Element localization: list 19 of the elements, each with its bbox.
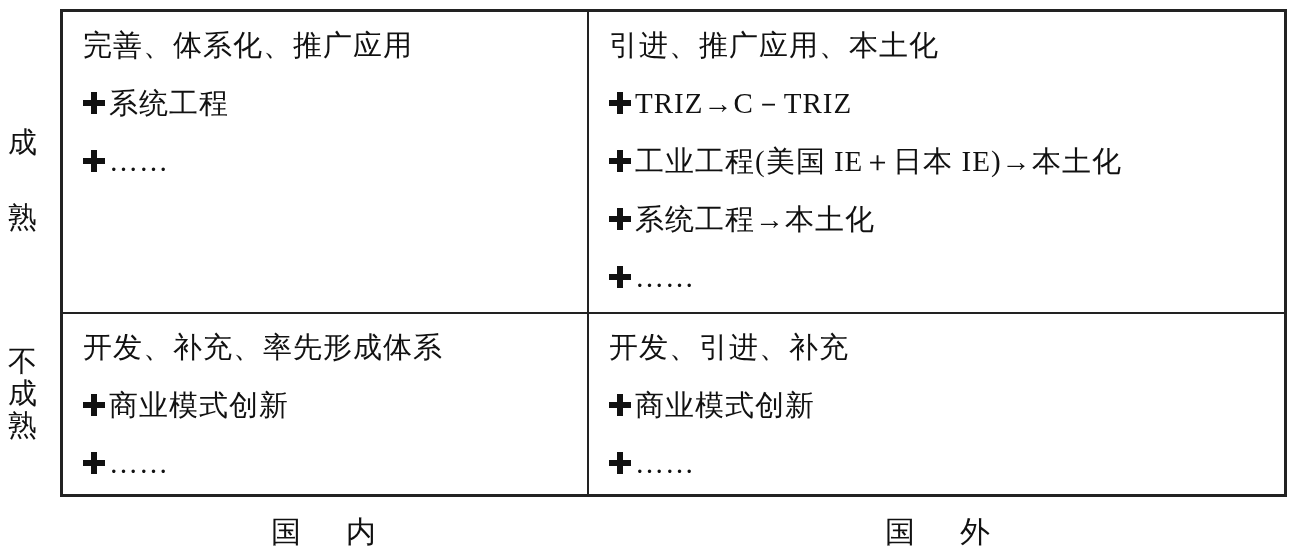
column-label: 国外 — [884, 515, 1035, 548]
list-item: 系统工程 — [109, 86, 229, 121]
list-item: …… — [635, 260, 695, 295]
list-item: …… — [635, 446, 695, 481]
column-label: 国内 — [271, 515, 421, 548]
list-item: 商业模式创新 — [635, 388, 815, 423]
list-item: TRIZ→C－TRIZ — [635, 86, 853, 121]
list-item: 系统工程→本土化 — [635, 202, 875, 237]
table-cell — [587, 312, 1284, 494]
list-item: …… — [109, 446, 169, 481]
list-item: …… — [109, 144, 169, 179]
cell-heading: 完善、体系化、推广应用 — [83, 28, 414, 63]
cell-heading: 引进、推广应用、本土化 — [609, 28, 940, 63]
cell-heading: 开发、补充、率先形成体系 — [83, 330, 444, 365]
row-label: 不成熟 — [8, 346, 37, 442]
list-item: 商业模式创新 — [109, 388, 289, 423]
cell-heading: 开发、引进、补充 — [609, 330, 850, 365]
row-label: 成熟 — [8, 125, 37, 236]
list-item: 工业工程(美国 IE＋日本 IE)→本土化 — [635, 144, 1122, 179]
